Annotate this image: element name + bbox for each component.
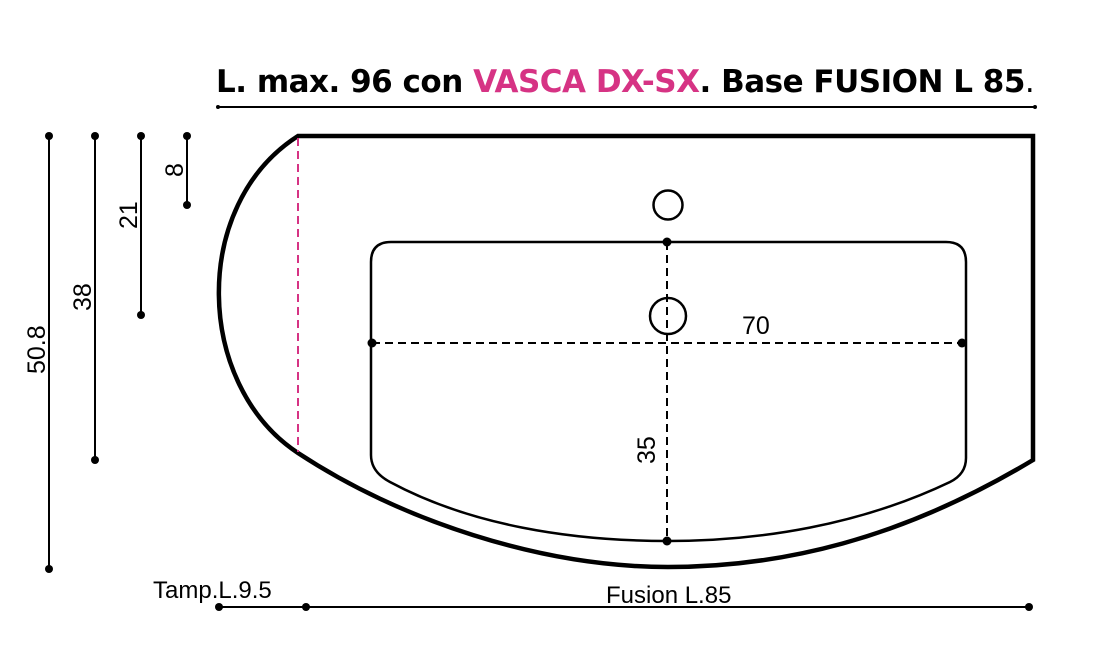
height-total-label: 50.8	[23, 325, 51, 374]
title-period: .	[1024, 64, 1035, 100]
dim-dot	[183, 132, 191, 140]
basin-outline	[369, 240, 968, 543]
dim-dot	[302, 603, 310, 611]
dim-dot	[137, 311, 145, 319]
dim-dot	[367, 338, 377, 348]
tap-hole	[652, 189, 684, 221]
dim-dot	[216, 105, 220, 109]
basin-width-label: 70	[742, 312, 770, 340]
tamp-width-label: Tamp.L.9.5	[153, 577, 272, 604]
washbasin-outline	[216, 133, 1036, 570]
dim-dot	[45, 565, 53, 573]
diagram-title: L. max. 96 con VASCA DX-SX. Base FUSION …	[216, 64, 1035, 100]
drain-hole	[648, 296, 688, 336]
dim-dot	[662, 536, 672, 546]
height-8-label: 8	[161, 163, 189, 177]
dim-dot	[1025, 603, 1033, 611]
dim-dot	[662, 237, 672, 247]
dim-dot	[91, 132, 99, 140]
dim-dot	[215, 603, 223, 611]
dim-dot	[137, 132, 145, 140]
title-part1: L. max. 96 con	[216, 64, 474, 100]
dim-dot	[183, 201, 191, 209]
dim-dot	[45, 132, 53, 140]
height-base-label: 38	[69, 283, 97, 311]
fusion-width-label: Fusion L.85	[606, 582, 731, 609]
dim-dot	[1033, 105, 1037, 109]
basin-depth-label: 35	[633, 436, 661, 464]
dim-dot	[957, 338, 967, 348]
title-accent: VASCA DX-SX	[473, 64, 700, 100]
title-part2: . Base FUSION L 85	[699, 64, 1026, 100]
dim-dot	[91, 456, 99, 464]
height-21-label: 21	[115, 201, 143, 229]
